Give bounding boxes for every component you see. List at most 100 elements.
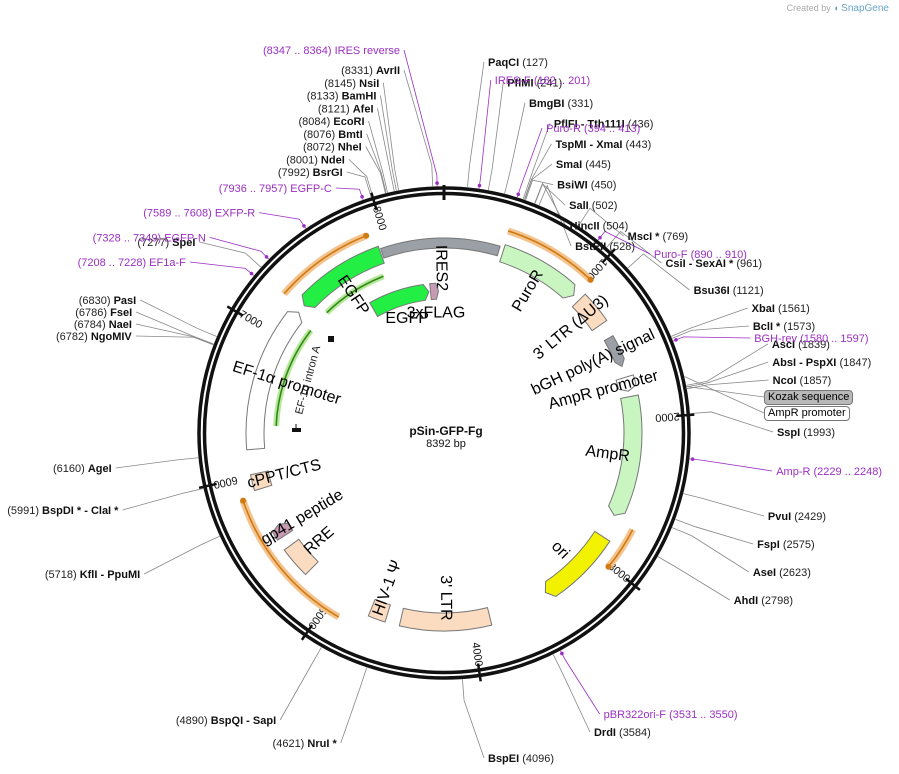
label-name: BsiWI	[557, 180, 588, 192]
leader-bmti	[366, 133, 387, 193]
label-position: (961)	[736, 258, 762, 270]
credit-brand: SnapGene	[841, 3, 889, 14]
leader-nrui	[340, 667, 368, 744]
leader-amp-r	[689, 458, 773, 472]
tick-mark-5000	[300, 624, 314, 641]
label-position: (7589 .. 7608)	[143, 208, 212, 220]
site-label-bsteii: BstEII (528)	[575, 241, 635, 253]
leader-bspdi-clai	[122, 488, 204, 511]
leader-bgh-rev	[673, 336, 751, 342]
label-position: (7328 .. 7349)	[93, 232, 162, 244]
label-position: (769)	[663, 231, 689, 243]
leader-kozak-sequence	[686, 386, 765, 398]
label-position: (443)	[626, 139, 652, 151]
label-name: SmaI	[556, 159, 582, 171]
leader-bsiwi	[525, 179, 554, 201]
orf-arc-head-0	[587, 276, 594, 283]
leader-csii-sexai	[606, 230, 662, 264]
site-label-bamhi: (8133) BamHI	[307, 91, 377, 103]
label-position: (8076)	[303, 129, 335, 141]
label-position: (4621)	[273, 738, 305, 750]
label-position: (528)	[609, 241, 635, 253]
leader-ecori	[368, 120, 388, 193]
orf-arc-head-2	[240, 497, 247, 504]
leader-msci	[578, 207, 624, 237]
leader-asci	[686, 343, 769, 386]
site-label-xbai: XbaI (1561)	[752, 303, 810, 315]
label-position: (4890)	[176, 715, 208, 727]
box-label-ampr-promoter: AmpR promoter	[764, 406, 850, 421]
feature-rre	[283, 538, 319, 576]
orf-arc-head-1	[605, 563, 612, 570]
label-position: (450)	[591, 180, 617, 192]
label-name: IRES-F	[495, 75, 531, 87]
label-name: BmgBI	[529, 98, 564, 110]
label-name: PaqCI	[488, 57, 519, 69]
label-position: (6784)	[74, 319, 106, 331]
leader-exfp-r	[259, 212, 306, 229]
site-label-hincii: HincII (504)	[570, 221, 629, 233]
leader-absi-pspxi	[686, 361, 769, 388]
site-label-ahdi: AhdI (2798)	[734, 595, 793, 607]
label-name: EGFP-C	[290, 183, 332, 195]
label-name: PflFI - Tth111I	[554, 118, 625, 130]
label-position: (5718)	[45, 569, 77, 581]
leader-nsii	[382, 82, 399, 191]
feature-bgh-poly-a-signal	[603, 334, 625, 368]
label-name: NheI	[338, 142, 362, 154]
leader-pflmi	[487, 82, 504, 191]
tick-mark-8000	[370, 192, 378, 211]
label-position: (6782)	[56, 331, 88, 343]
snapgene-credit: Created by ◖ SnapGene	[787, 3, 889, 14]
tick-mark-1000	[601, 248, 616, 264]
primer-label-bgh-rev: BGH-rev (1580 .. 1597)	[754, 333, 868, 345]
site-label-agei: (6160) AgeI	[53, 463, 112, 475]
tick-mark-4000	[476, 663, 482, 682]
feature-label-egfp: EGFP	[334, 272, 372, 318]
inner-feature-3xflag	[429, 282, 439, 301]
site-label-pflmi: PflMI (241)	[507, 77, 562, 89]
label-name: NcoI	[773, 375, 797, 387]
site-label-fsei: (6786) FseI	[75, 307, 132, 319]
primer-mark-pbr322ori-f	[560, 651, 564, 656]
label-name: SalI	[569, 200, 589, 212]
box-label-kozak-sequence: Kozak sequence	[764, 390, 854, 405]
label-name: BmtI	[338, 129, 362, 141]
feature-3-ltr	[398, 607, 493, 632]
tick-mark-2000	[676, 413, 695, 418]
label-name: IRES reverse	[335, 45, 400, 57]
label-name: SpeI	[172, 237, 195, 249]
leader-bspqi-sapi	[279, 647, 322, 721]
primer-label-ires-f: IRES-F (182 .. 201)	[495, 75, 590, 87]
label-name: NdeI	[321, 154, 345, 166]
site-label-afei: (8121) AfeI	[318, 103, 374, 115]
label-name: MscI *	[628, 231, 661, 243]
label-position: (1847)	[839, 357, 871, 369]
primer-mark-ef1a-f	[249, 271, 254, 276]
label-position: (6160)	[53, 463, 85, 475]
label-position: (1561)	[778, 303, 810, 315]
label-position: (1857)	[800, 375, 832, 387]
feature-3-ltr-u3	[571, 293, 608, 332]
label-position: (1839)	[798, 339, 830, 351]
label-position: (8331)	[341, 65, 373, 77]
label-position: (6830)	[79, 295, 111, 307]
site-label-asei: AseI (2623)	[753, 567, 811, 579]
site-label-ncoi: NcoI (1857)	[773, 375, 832, 387]
primer-label-amp-r: Amp-R (2229 .. 2248)	[776, 466, 882, 478]
leader-pvui	[683, 493, 765, 517]
primer-mark-egfp-n	[264, 255, 269, 259]
intron-marker	[292, 336, 334, 432]
label-position: (1993)	[803, 427, 835, 439]
feature-hiv-1	[367, 598, 392, 623]
feature-ampr-promoter	[615, 374, 637, 392]
leader-bamhi	[380, 95, 397, 191]
site-label-pasi: (6830) PasI	[79, 295, 137, 307]
site-label-csii-sexai: CsiI - SexAI * (961)	[665, 258, 762, 270]
site-label-kfli-ppumi: (5718) KflI - PpuMI	[45, 569, 140, 581]
leader-smai	[524, 163, 553, 200]
primer-mark-egfp-c	[360, 195, 364, 199]
label-name: NaeI	[109, 319, 132, 331]
label-position: (1573)	[783, 321, 815, 333]
